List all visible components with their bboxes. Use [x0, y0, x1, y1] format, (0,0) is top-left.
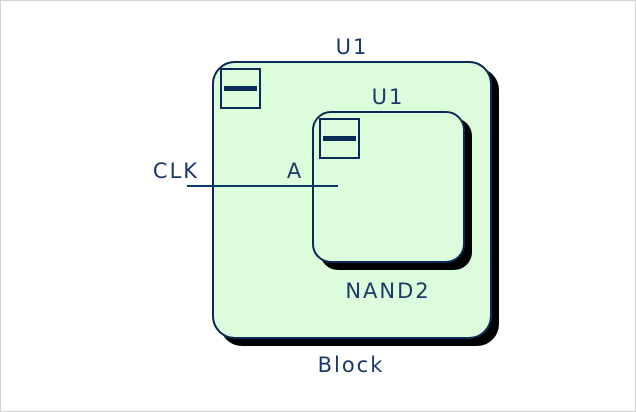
minus-bar — [224, 86, 257, 91]
collapse-minus-icon[interactable] — [220, 68, 261, 109]
inner-type-label: NAND2 — [345, 279, 430, 303]
pin-label-a: A — [287, 159, 303, 183]
minus-bar — [323, 136, 356, 141]
outer-collapse-button[interactable] — [220, 68, 261, 109]
outer-type-label: Block — [318, 353, 385, 377]
outer-instance-label: U1 — [336, 35, 369, 59]
port-label-clk: CLK — [153, 159, 199, 183]
inner-block[interactable] — [312, 111, 472, 270]
inner-instance-label: U1 — [372, 85, 405, 109]
inner-collapse-button[interactable] — [319, 118, 360, 159]
collapse-minus-icon[interactable] — [319, 118, 360, 159]
